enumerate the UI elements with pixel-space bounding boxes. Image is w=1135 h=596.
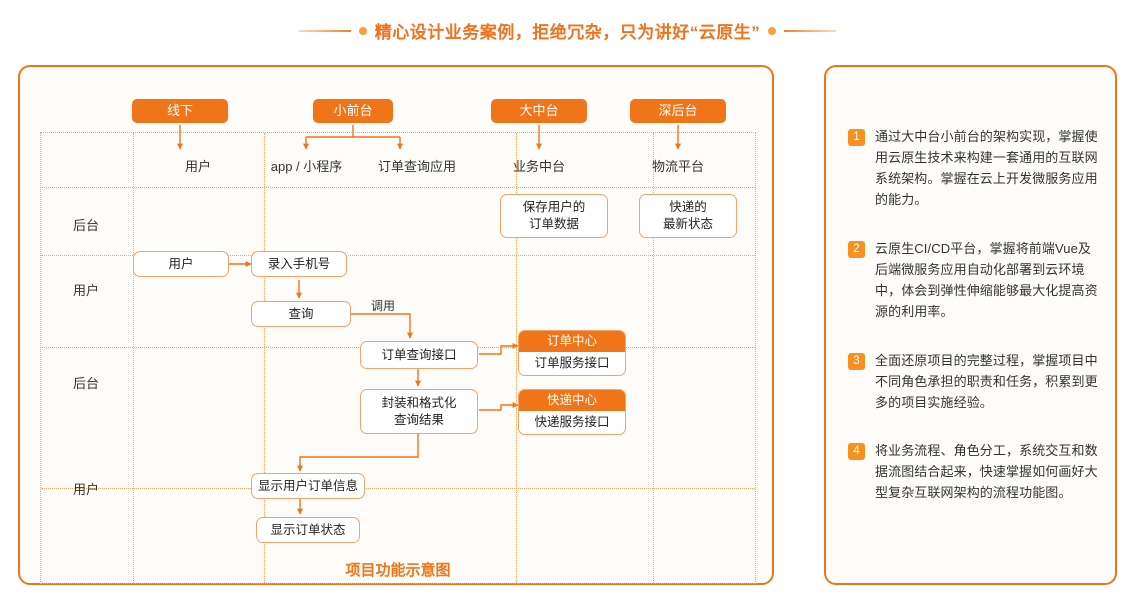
rowlabel-backend-2: 后台 bbox=[72, 376, 99, 391]
box-line1: 显示用户订单信息 bbox=[257, 478, 358, 493]
box-line2: 最新状态 bbox=[662, 217, 713, 231]
highlight-text: 云原生CI/CD平台，掌握将前端Vue及后端微服务应用自动化部署到云环境中，体会… bbox=[875, 241, 1098, 320]
colhead-business-middle: 业务中台 bbox=[512, 159, 565, 174]
edge-label-invoke: 调用 bbox=[371, 299, 396, 313]
colhead-app-miniprogram: app / 小程序 bbox=[270, 159, 343, 174]
highlight-item-4: 4 将业务流程、角色分工，系统交互和数据流图结合起来，快速掌握如何画好大型复杂互… bbox=[848, 440, 1100, 503]
highlight-number: 4 bbox=[848, 443, 865, 460]
grid-hline-4 bbox=[41, 488, 755, 489]
tag-back-platform[interactable]: 深后台 bbox=[630, 99, 726, 123]
box-line2: 订单数据 bbox=[528, 217, 579, 231]
highlight-text: 全面还原项目的完整过程，掌握项目中不同角色承担的职责和任务，积累到更多的项目实施… bbox=[875, 353, 1098, 411]
box-store-order-data[interactable]: 保存用户的 订单数据 bbox=[500, 194, 608, 238]
box-line1: 显示订单状态 bbox=[270, 522, 346, 537]
diagram-grid bbox=[40, 132, 756, 584]
box-show-order-info[interactable]: 显示用户订单信息 bbox=[251, 473, 365, 499]
headline: 精心设计业务案例，拒绝冗杂，只为讲好“云原生” bbox=[0, 18, 1135, 43]
colhead-order-query-app: 订单查询应用 bbox=[377, 159, 456, 174]
grid-hline-2 bbox=[41, 255, 755, 256]
headline-text: 精心设计业务案例，拒绝冗杂，只为讲好“云原生” bbox=[374, 23, 761, 42]
box-wrap-format-result[interactable]: 封装和格式化 查询结果 bbox=[360, 389, 478, 434]
grid-vline-2 bbox=[264, 133, 265, 583]
tag-middle-platform[interactable]: 大中台 bbox=[491, 99, 587, 123]
colhead-logistics: 物流平台 bbox=[651, 159, 704, 174]
box-enter-phone[interactable]: 录入手机号 bbox=[251, 251, 347, 277]
box-line1: 快递的 bbox=[669, 200, 707, 215]
grid-vline-1 bbox=[133, 133, 134, 583]
highlight-number: 1 bbox=[848, 129, 865, 146]
highlight-item-3: 3 全面还原项目的完整过程，掌握项目中不同角色承担的职责和任务，积累到更多的项目… bbox=[848, 350, 1100, 413]
headline-dot-left bbox=[358, 26, 367, 35]
box-query[interactable]: 查询 bbox=[251, 301, 351, 327]
box-line1: 录入手机号 bbox=[267, 256, 331, 271]
headline-dot-right bbox=[768, 26, 777, 35]
box-courier-status[interactable]: 快递的 最新状态 bbox=[639, 194, 737, 238]
rowlabel-user-1: 用户 bbox=[72, 283, 99, 298]
highlight-number: 3 bbox=[848, 353, 865, 370]
grid-hline-1 bbox=[41, 187, 755, 188]
diagram-panel: 线下 小前台 大中台 深后台 用户 app / 小程序 订单查询应用 业务中台 … bbox=[18, 65, 774, 585]
rowlabel-backend-1: 后台 bbox=[72, 218, 99, 233]
svcbox-header: 订单中心 bbox=[519, 331, 625, 352]
box-line1: 用户 bbox=[168, 256, 194, 271]
colhead-user: 用户 bbox=[184, 159, 211, 174]
box-line1: 保存用户的 bbox=[522, 200, 586, 215]
headline-rule-left bbox=[298, 29, 351, 32]
highlight-text: 通过大中台小前台的架构实现，掌握使用云原生技术来构建一套通用的互联网系统架构。掌… bbox=[875, 129, 1098, 208]
highlights-panel: 1 通过大中台小前台的架构实现，掌握使用云原生技术来构建一套通用的互联网系统架构… bbox=[824, 65, 1117, 585]
tag-front-platform[interactable]: 小前台 bbox=[313, 99, 393, 123]
svcbox-order-center[interactable]: 订单中心 订单服务接口 bbox=[518, 330, 626, 376]
grid-vline-4 bbox=[653, 133, 654, 583]
svcbox-courier-center[interactable]: 快递中心 快递服务接口 bbox=[518, 389, 626, 435]
highlight-item-2: 2 云原生CI/CD平台，掌握将前端Vue及后端微服务应用自动化部署到云环境中，… bbox=[848, 238, 1100, 322]
svcbox-body: 订单服务接口 bbox=[519, 352, 625, 375]
grid-vline-3 bbox=[516, 133, 517, 583]
box-line1: 查询 bbox=[288, 306, 314, 321]
svcbox-body: 快递服务接口 bbox=[519, 411, 625, 434]
box-line1: 订单查询接口 bbox=[381, 347, 457, 362]
box-show-order-status[interactable]: 显示订单状态 bbox=[256, 517, 360, 543]
box-order-query-api[interactable]: 订单查询接口 bbox=[360, 341, 478, 369]
highlight-number: 2 bbox=[848, 241, 865, 258]
headline-rule-right bbox=[784, 29, 837, 32]
box-user[interactable]: 用户 bbox=[133, 251, 229, 277]
rowlabel-user-2: 用户 bbox=[72, 482, 99, 497]
tag-offline[interactable]: 线下 bbox=[132, 99, 228, 123]
svcbox-header: 快递中心 bbox=[519, 390, 625, 411]
highlight-item-1: 1 通过大中台小前台的架构实现，掌握使用云原生技术来构建一套通用的互联网系统架构… bbox=[848, 126, 1100, 210]
box-line1: 封装和格式化 bbox=[381, 395, 457, 410]
box-line2: 查询结果 bbox=[393, 412, 444, 427]
diagram-caption: 项目功能示意图 bbox=[345, 562, 451, 579]
highlight-text: 将业务流程、角色分工，系统交互和数据流图结合起来，快速掌握如何画好大型复杂互联网… bbox=[875, 443, 1098, 501]
